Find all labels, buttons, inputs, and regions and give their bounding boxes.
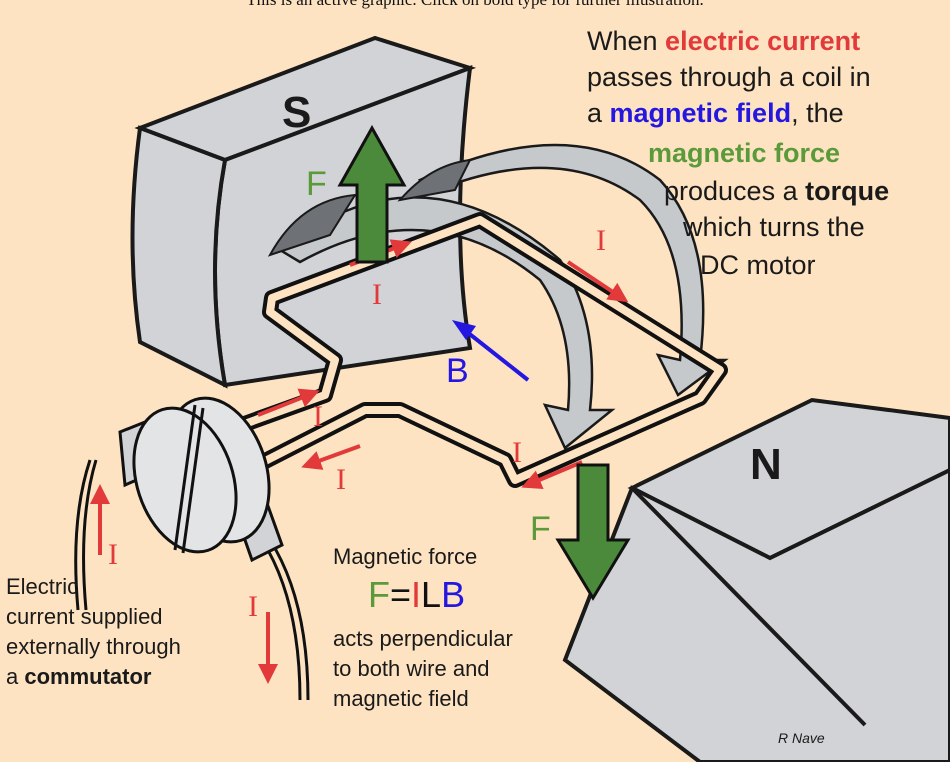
force-label-bottom: F (530, 510, 551, 548)
formula-line-3: magnetic field (333, 686, 469, 711)
south-pole-label[interactable]: S (282, 88, 312, 137)
intro-line-1: When electric current (587, 26, 861, 56)
intro-line-2: passes through a coil in (587, 62, 871, 92)
current-label-7: I (248, 590, 258, 623)
formula-heading: Magnetic force (333, 544, 478, 569)
field-label: B (446, 352, 469, 390)
commutator-link[interactable]: commutator (24, 664, 152, 689)
magnetic-field-link[interactable]: magnetic field (609, 98, 792, 128)
intro-line-4: magnetic force (648, 138, 840, 169)
commutator-note-line-2: current supplied (6, 604, 163, 629)
intro-line-5: produces a torque (664, 176, 890, 206)
intro-line-3: a magnetic field, the (587, 98, 844, 128)
formula-line-1: acts perpendicular (333, 626, 513, 651)
current-label-3: I (313, 400, 323, 433)
magnetic-force-link[interactable]: magnetic force (648, 138, 841, 168)
formula-equation: F=ILB (368, 574, 466, 615)
commutator-note-line-4: a commutator (6, 664, 152, 689)
current-label-5: I (512, 436, 522, 469)
magnetic-field-arrow (452, 320, 530, 382)
commutator[interactable] (74, 385, 310, 701)
torque-link[interactable]: torque (805, 176, 890, 206)
current-label-4: I (336, 463, 346, 496)
current-label-6: I (108, 538, 118, 571)
force-arrows (337, 124, 631, 601)
active-graphic-note: This is an active graphic. Click on bold… (0, 0, 950, 10)
intro-line-6: which turns the (683, 212, 865, 242)
commutator-note-line-3: externally through (6, 634, 181, 659)
current-label-1: I (372, 278, 382, 311)
author-credit: R Nave (778, 730, 825, 746)
north-magnet[interactable] (562, 397, 950, 762)
north-pole-label[interactable]: N (750, 440, 782, 489)
current-label-2: I (596, 224, 606, 257)
force-label-top: F (306, 165, 327, 203)
formula-line-2: to both wire and (333, 656, 490, 681)
commutator-note-line-1: Electric (6, 574, 79, 599)
electric-current-link[interactable]: electric current (665, 26, 861, 56)
coil-wire (192, 212, 728, 488)
intro-line-7: DC motor (700, 250, 816, 280)
